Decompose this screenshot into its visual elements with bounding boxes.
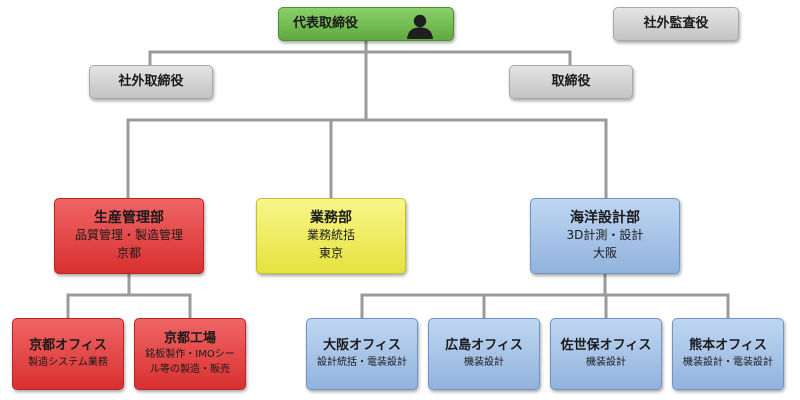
node-marine-design-dept[interactable]: 海洋設計部 3D計測・設計 大阪	[530, 198, 680, 274]
person-silhouette-icon	[405, 13, 435, 39]
node-sasebo-office[interactable]: 佐世保オフィス 機装設計	[550, 318, 662, 390]
node-location: 大阪	[592, 245, 617, 260]
node-title: 大阪オフィス	[323, 338, 401, 354]
node-title: 京都工場	[163, 330, 216, 346]
node-subtitle: 機装設計	[464, 356, 504, 368]
node-title: 代表取締役	[293, 15, 359, 31]
node-production-dept[interactable]: 生産管理部 品質管理・製造管理 京都	[54, 198, 204, 274]
node-title: 社外取締役	[118, 73, 184, 89]
node-outside-auditor[interactable]: 社外監査役	[613, 7, 739, 41]
node-location: 東京	[318, 245, 343, 260]
node-title: 佐世保オフィス	[560, 338, 652, 354]
node-title: 海洋設計部	[570, 209, 640, 226]
node-title: 取締役	[551, 73, 591, 89]
node-kumamoto-office[interactable]: 熊本オフィス 機装設計・電装設計	[672, 318, 784, 390]
node-subtitle: 品質管理・製造管理	[74, 228, 183, 243]
node-subtitle: 製造システム業務	[28, 356, 108, 368]
node-business-dept[interactable]: 業務部 業務統括 東京	[256, 198, 406, 274]
node-subtitle: 機装設計	[586, 356, 626, 368]
node-hiroshima-office[interactable]: 広島オフィス 機装設計	[428, 318, 540, 390]
node-subtitle: 業務統括	[306, 228, 355, 243]
node-title: 業務部	[310, 209, 352, 226]
node-title: 京都オフィス	[29, 338, 107, 354]
node-osaka-office[interactable]: 大阪オフィス 設計統括・電装設計	[306, 318, 418, 390]
node-outside-director[interactable]: 社外取締役	[89, 65, 213, 99]
node-title: 社外監査役	[643, 15, 709, 31]
node-subtitle: 3D計測・設計	[566, 228, 644, 243]
node-subtitle: 機装設計・電装設計	[683, 356, 773, 368]
node-kyoto-office[interactable]: 京都オフィス 製造システム業務	[12, 318, 124, 390]
node-title: 生産管理部	[94, 209, 164, 226]
node-subtitle: 設計統括・電装設計	[317, 356, 407, 368]
node-ceo[interactable]: 代表取締役	[278, 7, 454, 41]
node-subtitle: 銘板製作・IMOシー	[145, 349, 235, 361]
node-title: 熊本オフィス	[689, 338, 767, 354]
node-location: 京都	[116, 245, 141, 260]
node-subtitle-2: ル等の製造・販売	[150, 364, 230, 376]
node-title: 広島オフィス	[445, 338, 523, 354]
node-director[interactable]: 取締役	[509, 65, 633, 99]
node-kyoto-factory[interactable]: 京都工場 銘板製作・IMOシー ル等の製造・販売	[134, 318, 246, 390]
